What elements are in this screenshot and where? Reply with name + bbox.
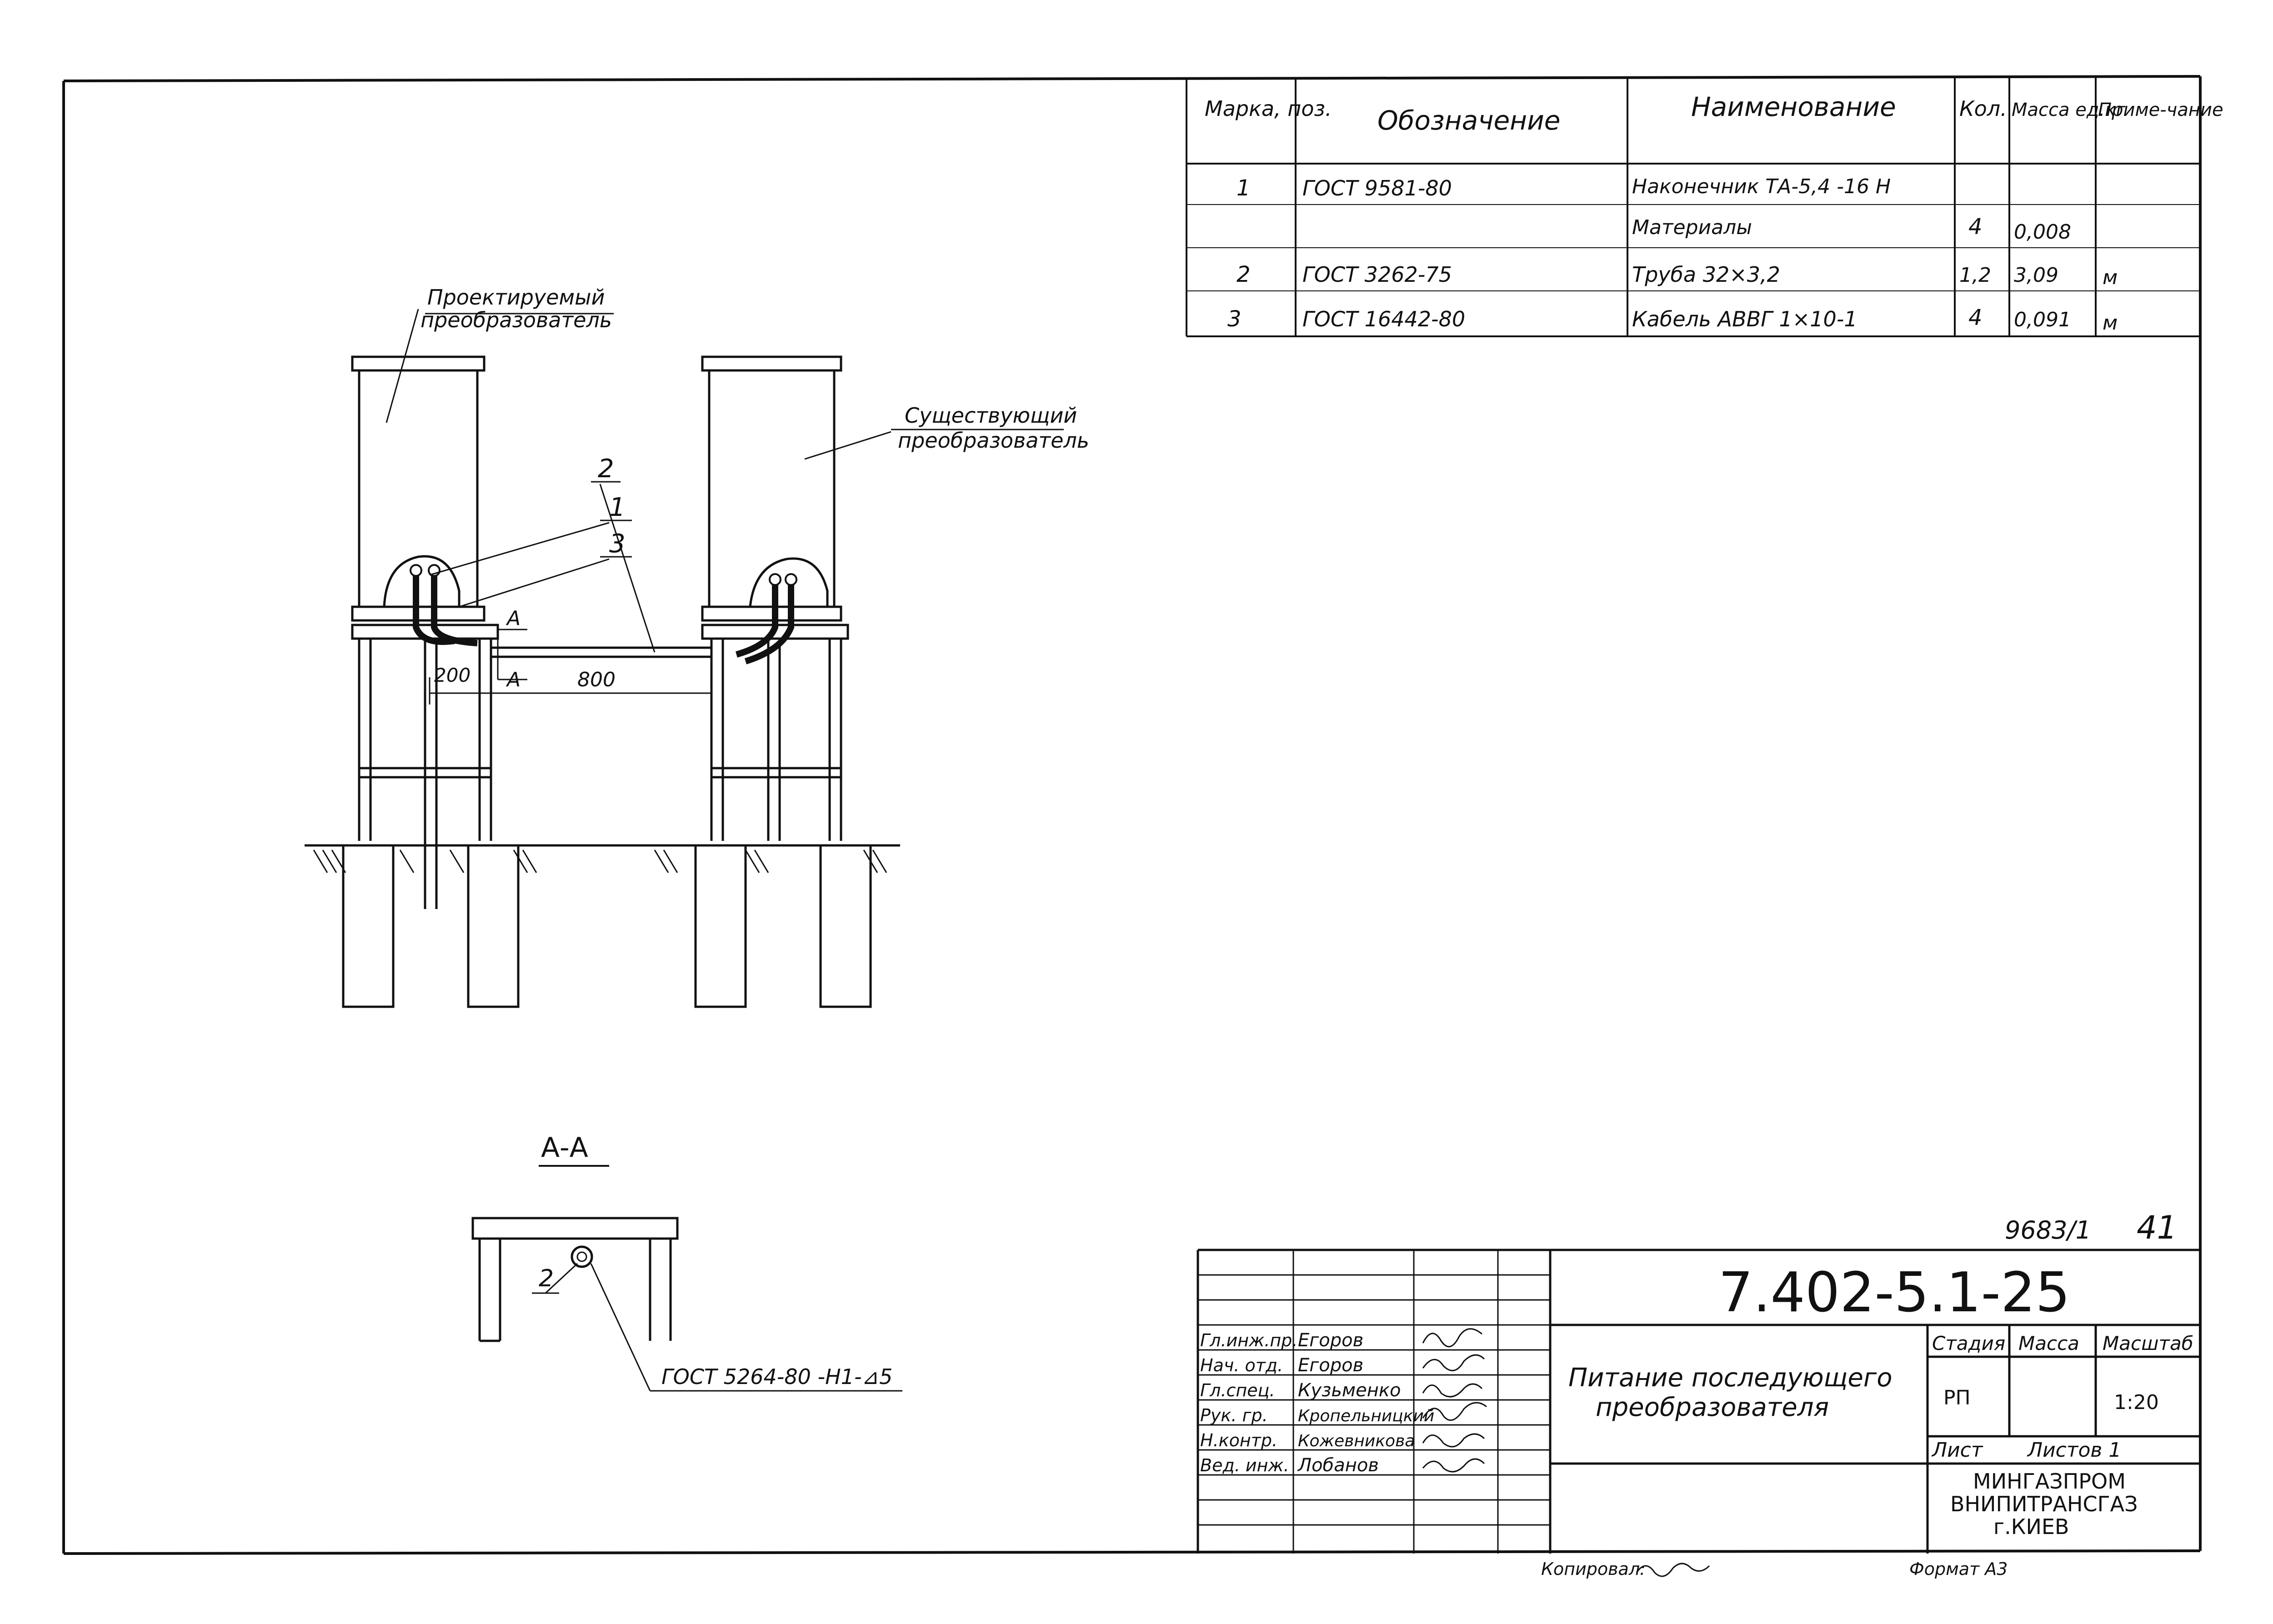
footings — [342, 844, 872, 1008]
label-existing-line1: Существующий — [905, 403, 1077, 428]
main-elevation: Проектируемый преобразователь Существующ… — [305, 285, 1089, 1008]
row3-qty: 1,2 — [1959, 264, 1991, 287]
role-4: Рук. гр. — [1200, 1405, 1268, 1425]
row4-note: м — [2103, 311, 2118, 335]
header-note: Приме-чание — [2098, 100, 2223, 120]
projected-converter — [351, 355, 499, 909]
name-2: Егоров — [1298, 1355, 1363, 1376]
specification-table: Марка, поз. Обозначение Наименование Кол… — [1186, 77, 2223, 337]
leader-lines — [386, 309, 1064, 680]
inventory-number: 9683/1 — [2005, 1216, 2091, 1244]
row4-qty: 4 — [1968, 305, 1983, 330]
row4-name: Кабель АВВГ 1×10-1 — [1632, 307, 1857, 331]
sheet-frame — [62, 75, 2202, 1555]
mass-label: Масса — [2018, 1332, 2079, 1354]
label-projected-line2: преобразователь — [421, 308, 612, 332]
scale-label: Масштаб — [2103, 1332, 2193, 1354]
drawing-title-line1: Питание последующего — [1568, 1363, 1892, 1393]
row4-mark: 3 — [1227, 306, 1242, 332]
name-6: Лобанов — [1297, 1455, 1379, 1476]
section-position-2: 2 — [539, 1265, 554, 1292]
row1-mark: 1 — [1237, 175, 1251, 201]
row1-name: Наконечник ТА-5,4 -16 Н — [1632, 175, 1891, 198]
row2-mass: 0,008 — [2014, 220, 2071, 244]
terminal-left-a — [410, 564, 422, 577]
header-mass: Масса ед.кг — [2012, 100, 2126, 120]
row3-note: м — [2103, 266, 2118, 289]
section-weld-gost: ГОСТ 5264-80 -Н1-⊿5 — [661, 1364, 892, 1389]
organization-line2: ВНИПИТРАНСГАЗ — [1950, 1492, 2138, 1516]
name-3: Кузьменко — [1298, 1380, 1401, 1401]
label-existing-line2: преобразователь — [898, 428, 1089, 453]
header-name: Наименование — [1691, 91, 1896, 122]
scale-value: 1:20 — [2114, 1391, 2159, 1414]
header-mark: Марка, поз. — [1205, 96, 1332, 121]
cut-mark-bottom: А — [506, 668, 521, 691]
sheet-mark: 41 — [2137, 1209, 2177, 1246]
role-6: Вед. инж. — [1200, 1455, 1289, 1475]
terminal-right-b — [785, 573, 797, 586]
sheets-label: Листов 1 — [2027, 1439, 2121, 1462]
row3-mark: 2 — [1237, 262, 1251, 287]
terminal-right-a — [769, 573, 781, 586]
drawing-title-line2: преобразователя — [1596, 1393, 1829, 1422]
row4-designation: ГОСТ 16442-80 — [1302, 307, 1465, 331]
row2-name: Материалы — [1632, 216, 1752, 239]
sheet-label: Лист — [1931, 1439, 1983, 1462]
position-1-label: 1 — [609, 493, 626, 522]
terminal-left-b — [428, 564, 441, 577]
row2-qty: 4 — [1968, 214, 1983, 240]
cable-leads-left — [413, 575, 478, 646]
existing-converter — [701, 355, 849, 841]
dimension-200: 200 — [434, 664, 471, 686]
role-3: Гл.спец. — [1200, 1380, 1275, 1400]
row3-mass: 3,09 — [2014, 264, 2058, 287]
role-2: Нач. отд. — [1200, 1355, 1283, 1375]
header-qty: Кол. — [1959, 96, 2007, 121]
pipe-section-inner — [576, 1251, 587, 1262]
header-designation: Обозначение — [1377, 105, 1560, 136]
organization-line1: МИНГАЗПРОМ — [1973, 1469, 2126, 1494]
name-4: Кропельницкий — [1298, 1407, 1434, 1425]
organization-line3: г.КИЕВ — [1993, 1514, 2069, 1539]
row3-name: Труба 32×3,2 — [1632, 262, 1780, 287]
section-a-a: А-А 2 ГОСТ 5264-80 -Н1-⊿5 — [471, 1132, 902, 1392]
cable-leads-right — [736, 584, 794, 665]
stage-label: Стадия — [1932, 1332, 2005, 1354]
position-3-label: 3 — [609, 529, 626, 559]
document-code: 7.402-5.1-25 — [1718, 1261, 2070, 1324]
role-5: Н.контр. — [1200, 1430, 1277, 1450]
row4-mass: 0,091 — [2014, 308, 2071, 331]
signatures — [1422, 1328, 1487, 1473]
format-label: Формат А3 — [1909, 1559, 2008, 1579]
ground-hatch — [313, 849, 887, 873]
dimension-lines — [429, 677, 712, 705]
stage-value: РП — [1943, 1386, 1971, 1409]
dimension-800: 800 — [577, 668, 616, 691]
title-block: 9683/1 41 — [1197, 1209, 2200, 1579]
name-1: Егоров — [1298, 1330, 1363, 1351]
position-2-label: 2 — [598, 454, 614, 484]
pipe-section-circle — [571, 1245, 593, 1268]
copied-by-label: Копировал: — [1541, 1559, 1646, 1579]
copied-by-signature — [1636, 1563, 1710, 1577]
role-1: Гл.инж.пр. — [1200, 1330, 1297, 1350]
cut-mark-top: А — [506, 607, 521, 630]
connecting-pipe — [491, 646, 711, 658]
row3-designation: ГОСТ 3262-75 — [1302, 262, 1452, 287]
section-title: А-А — [541, 1132, 588, 1164]
name-5: Кожевникова — [1298, 1432, 1415, 1450]
label-projected-line1: Проектируемый — [427, 285, 605, 310]
row1-designation: ГОСТ 9581-80 — [1302, 176, 1452, 200]
